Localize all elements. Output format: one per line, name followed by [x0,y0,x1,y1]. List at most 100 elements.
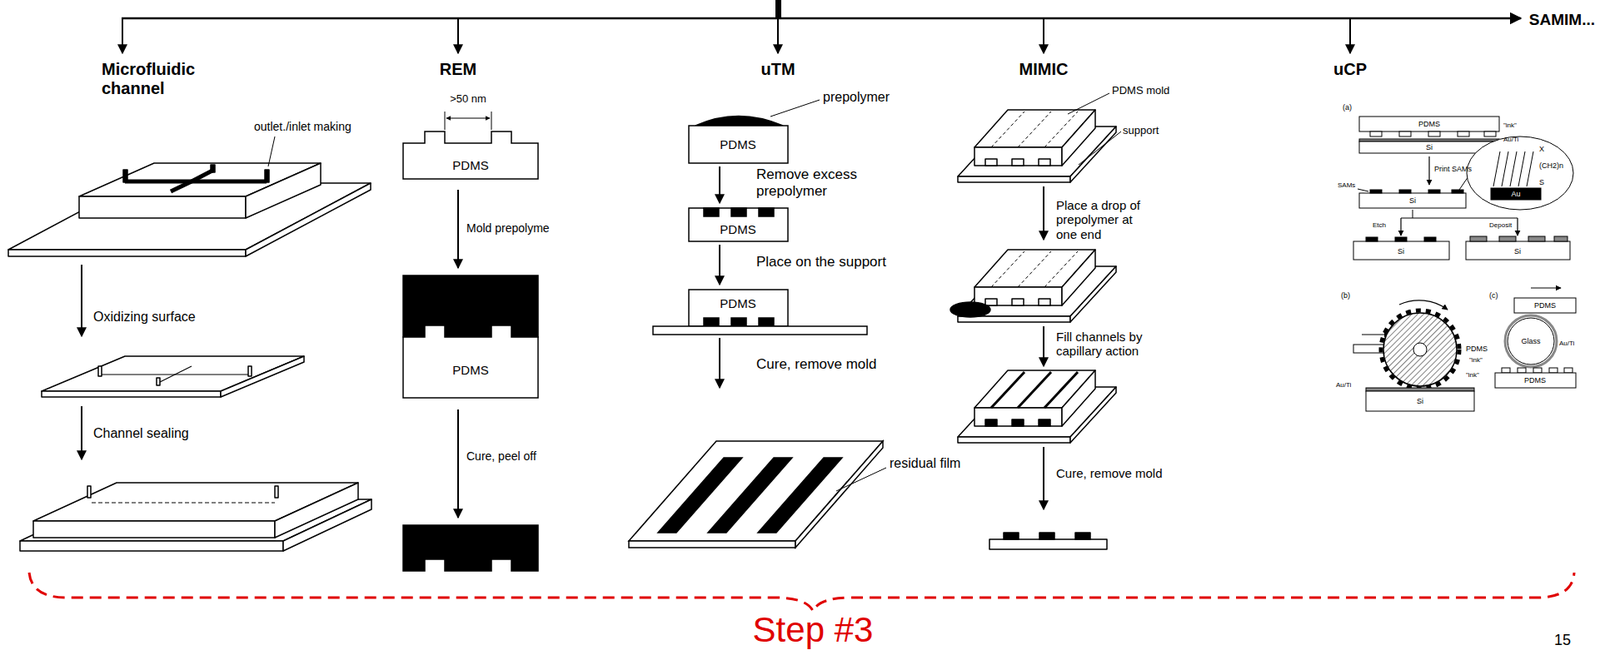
mold-with-drop [985,299,997,306]
ucp-figure [1383,313,1457,387]
rem-figure [491,111,493,130]
ucp-figure [1424,237,1436,242]
utm-figure [628,541,796,549]
ucp-figure [1428,189,1441,194]
material-label: Glass [1520,337,1541,346]
microfluidic-figure [264,169,270,183]
step-label: Fill channels by capillary action [1056,329,1161,359]
mold-on-support [1038,159,1051,166]
ucp-figure [1499,236,1516,242]
panel-letter: (c) [1489,291,1499,300]
ucp-figure [1510,151,1517,187]
mold-with-drop [1011,299,1024,306]
mimic-figure [1075,533,1091,540]
step-label: Channel sealing [93,426,190,442]
ucp-figure [1365,237,1378,242]
step-label: Etch [1372,221,1386,230]
ucp-figure [1501,151,1509,187]
ucp-figure [1357,189,1369,192]
ucp-figure [1516,218,1518,236]
material-label: PDMS [719,222,756,237]
ucp-figure [1428,131,1441,137]
mold-with-drop [1038,299,1051,306]
step-label: Place a drop of prepolymer at one end [1056,198,1150,242]
rem-figure [457,409,459,519]
branch-tree [457,18,459,54]
method-heading: MIMIC [1019,59,1069,80]
mold-with-drop [1061,249,1096,306]
microfluidic-figure [87,486,91,499]
material-label: prepolymer [822,89,890,105]
material-label: "ink" [1465,371,1480,379]
material-label: "ink" [1469,356,1483,364]
microfluidic-figure [245,163,321,219]
microfluidic-figure [41,391,221,398]
material-label: residual film [889,456,961,472]
rem-figure [457,189,459,269]
microfluidic-figure [191,170,213,182]
utm-figure [718,338,721,389]
microfluidic-figure [8,249,246,257]
mimic-figure [1042,186,1045,240]
microfluidic-figure [220,356,305,398]
ucp-figure [1370,131,1382,137]
microfluidic-figure [79,196,246,219]
mold-on-support [991,111,1025,148]
material-label: Au [1510,189,1521,199]
utm-figure [688,289,788,327]
ucp-figure [1370,189,1382,194]
rem-figure [444,111,446,130]
utm-figure [652,326,868,335]
chemical-label: (CH2)n [1539,161,1564,170]
ucp-figure [1466,136,1574,210]
ucp-figure [1564,368,1573,374]
mold-on-support [957,176,1071,183]
material-label: PDMS [452,363,489,378]
mimic-figure [1039,533,1055,540]
step-label: Cure, peel off [466,449,537,464]
method-heading: uTM [760,59,795,80]
microfluidic-figure [210,164,215,173]
rem-figure [403,131,539,180]
utm-figure [731,318,747,327]
ucp-figure [1380,310,1460,389]
ucp-figure [1501,368,1511,374]
mold-on-support [1017,111,1052,148]
mimic-figure [1078,131,1122,165]
mimic-figure [989,539,1107,550]
ucp-figure [1505,315,1557,368]
utm-figure [718,166,721,204]
microfluidic-figure [80,264,83,337]
mold-on-support [985,159,997,166]
ucp-figure [1353,241,1450,260]
step-number: Step #3 [752,613,874,648]
ucp-figure [1554,236,1568,242]
microfluidic-figure [156,378,160,386]
mold-on-support [974,147,1062,166]
mold-with-drop [991,251,1025,288]
material-label: Au/Ti [1503,135,1519,144]
rem-figure [403,111,539,572]
mold-with-drop [974,287,1062,306]
ucp-figure [1413,343,1427,357]
microfluidic-figure [170,181,192,192]
utm-figure [628,99,887,549]
mold-on-support [1061,109,1096,166]
filled-mold [1038,419,1051,427]
material-label: SAMs [1337,181,1356,190]
ucp-figure [1400,218,1401,236]
microfluidic-figure [19,541,284,552]
method-heading: uCP [1333,59,1367,80]
microfluidic-figure [91,502,275,504]
filled-mold [985,419,997,427]
panel-letter: (a) [1342,103,1352,112]
microfluidic-figure [174,366,192,375]
dimension-label: >50 nm [449,93,487,106]
material-label: PDMS [1418,119,1441,129]
material-label: Si [1409,196,1416,205]
step-label: Cure, remove mold [756,356,878,374]
material-label: support [1122,124,1159,138]
rem-figure [446,117,490,119]
ucp-figure [1493,151,1501,187]
